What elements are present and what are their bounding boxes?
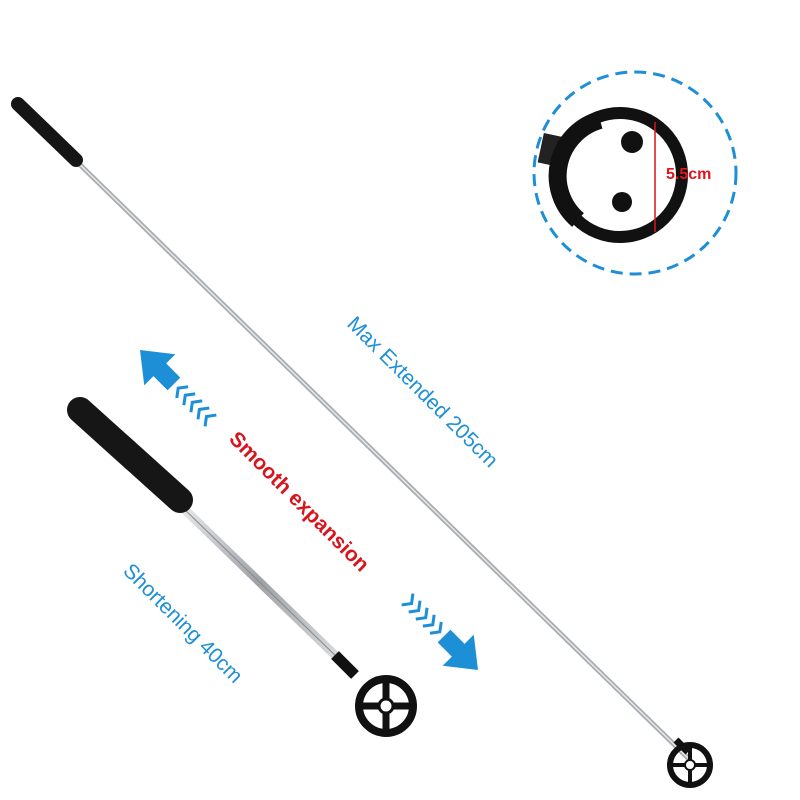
grip-icon	[67, 397, 193, 513]
grip-icon	[11, 97, 83, 167]
ball-retriever-head-icon	[355, 675, 417, 737]
shortened-pole	[67, 397, 417, 737]
smooth-expansion-label: Smooth expansion	[224, 427, 373, 576]
ball-retriever-head-icon	[667, 742, 713, 788]
max-extended-label: Max Extended 205cm	[342, 312, 502, 472]
extended-pole	[11, 97, 713, 788]
arrow-down-right-icon	[401, 593, 478, 670]
shortening-label: Shortening 40cm	[118, 559, 247, 688]
head-detail-callout: 5.5cm	[532, 70, 738, 276]
diameter-label: 5.5cm	[666, 166, 711, 183]
arrow-up-left-icon	[140, 350, 217, 427]
